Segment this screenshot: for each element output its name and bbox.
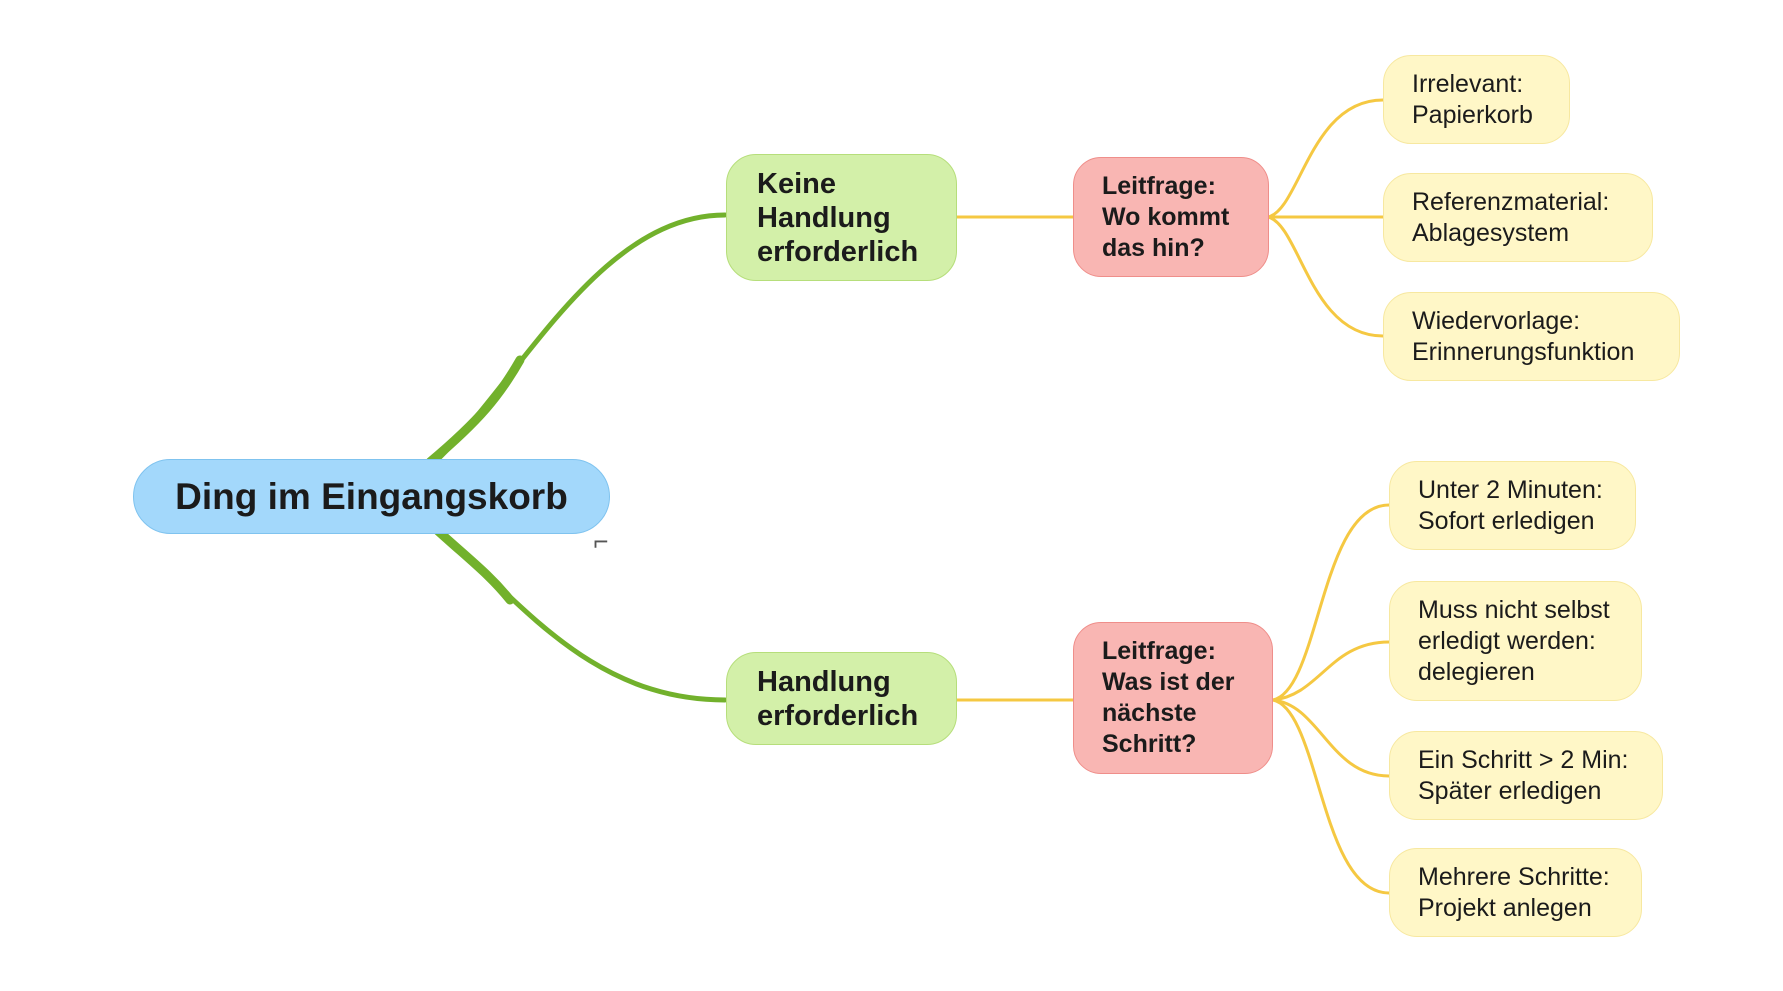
connector-root-to-branch-1 [434, 212, 728, 463]
root-topic-label: Ding im Eingangskorb [175, 475, 568, 517]
connector-question-2-to-leaf-4 [1272, 698, 1390, 895]
connector-root-to-branch-2-taper [432, 525, 515, 605]
leaf-later[interactable]: Ein Schritt > 2 Min: Später erledigen [1389, 731, 1663, 820]
leaf-follow-up[interactable]: Wiedervorlage: Erinnerungsfunktion [1383, 292, 1680, 381]
leaf-irrelevant[interactable]: Irrelevant: Papierkorb [1383, 55, 1570, 144]
root-topic[interactable]: Ding im Eingangskorb [133, 459, 610, 534]
leaf-delegate[interactable]: Muss nicht selbst erledigt werden: deleg… [1389, 581, 1642, 701]
leaf-label: Referenzmaterial: Ablagesystem [1412, 187, 1610, 247]
leaf-reference-material[interactable]: Referenzmaterial: Ablagesystem [1383, 173, 1653, 262]
collapse-toggle-icon[interactable]: ⌐ [593, 526, 609, 556]
leaf-label: Mehrere Schritte: Projekt anlegen [1418, 862, 1610, 922]
connector-question-2-to-leaf-1 [1272, 503, 1390, 702]
connector-question-2-to-leaf-2 [1272, 640, 1390, 702]
leaf-label: Muss nicht selbst erledigt werden: deleg… [1418, 595, 1610, 686]
leaf-under-2-minutes[interactable]: Unter 2 Minuten: Sofort erledigen [1389, 461, 1636, 550]
question-where-does-it-go[interactable]: Leitfrage: Wo kommt das hin? [1073, 157, 1269, 277]
leaf-label: Unter 2 Minuten: Sofort erledigen [1418, 475, 1603, 535]
leaf-label: Wiedervorlage: Erinnerungsfunktion [1412, 306, 1635, 366]
leaf-label: Irrelevant: Papierkorb [1412, 69, 1533, 129]
question-next-step[interactable]: Leitfrage: Was ist der nächste Schritt? [1073, 622, 1273, 774]
question-label: Leitfrage: Was ist der nächste Schritt? [1102, 637, 1235, 758]
leaf-label: Ein Schritt > 2 Min: Später erledigen [1418, 745, 1629, 805]
connector-root-to-branch-1-taper [425, 355, 525, 467]
branch-no-action-required[interactable]: Keine Handlung erforderlich [726, 154, 957, 281]
branch-action-required[interactable]: Handlung erforderlich [726, 652, 957, 745]
connector-root-to-branch-2 [437, 529, 728, 703]
question-label: Leitfrage: Wo kommt das hin? [1102, 171, 1230, 262]
connector-question-2-to-leaf-3 [1272, 698, 1390, 778]
branch-label: Handlung erforderlich [757, 665, 919, 732]
leaf-create-project[interactable]: Mehrere Schritte: Projekt anlegen [1389, 848, 1642, 937]
connector-question-1-to-leaf-1 [1267, 98, 1384, 219]
connector-question-1-to-leaf-3 [1267, 215, 1384, 338]
branch-label: Keine Handlung erforderlich [757, 167, 919, 268]
